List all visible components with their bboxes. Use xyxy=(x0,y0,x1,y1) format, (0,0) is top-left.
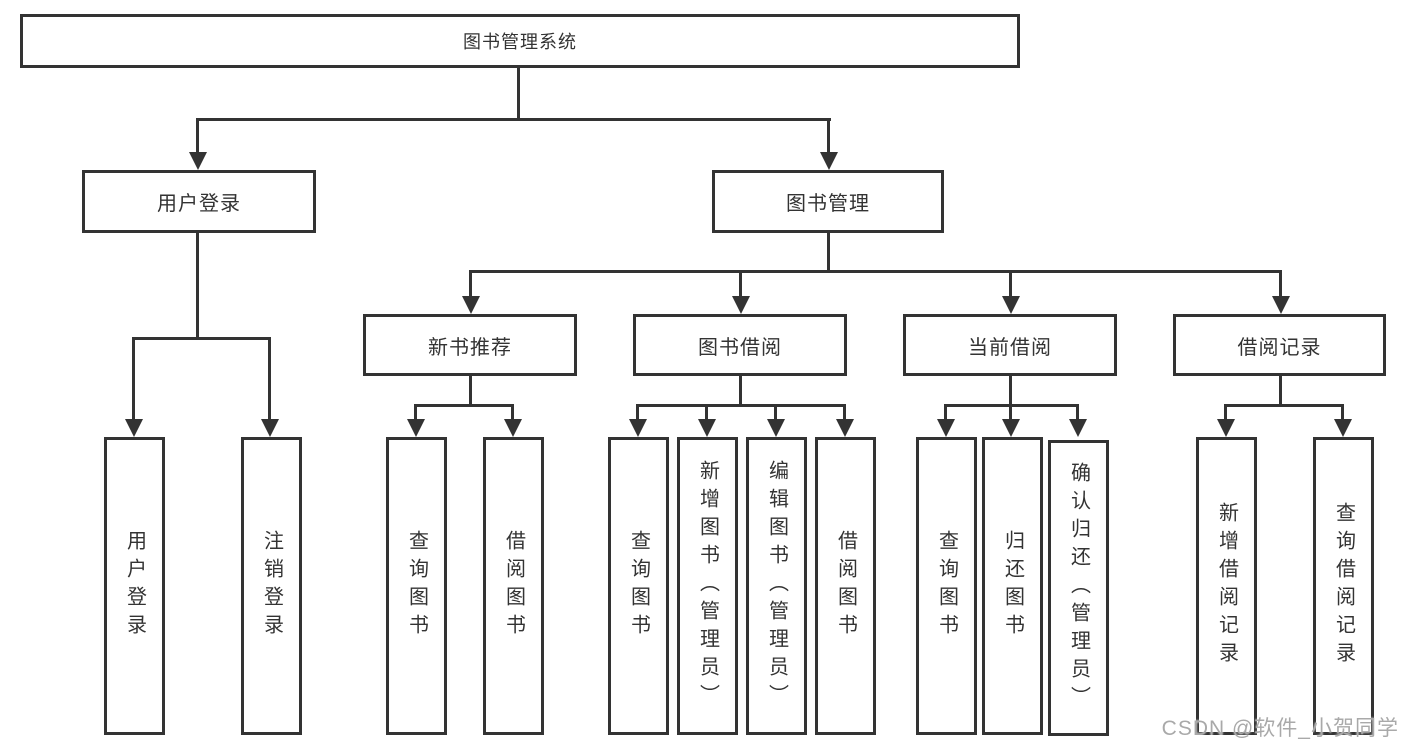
node-label: 借阅图书 xyxy=(834,530,857,642)
node-label: 查询图书 xyxy=(935,530,958,642)
node-leaf-bb-edit-book-admin: 编辑图书（管理员） xyxy=(746,437,807,735)
node-label: 查询图书 xyxy=(627,530,650,642)
arrow-down-icon xyxy=(189,152,207,170)
arrow-down-icon xyxy=(836,419,854,437)
connector-leaf-stem xyxy=(1076,404,1079,420)
node-label: 图书借阅 xyxy=(698,336,782,359)
connector-leaf-stem xyxy=(268,337,271,420)
node-label: 归还图书 xyxy=(1001,530,1024,642)
connector-root-stem xyxy=(517,68,520,120)
connector-user-login-hbar xyxy=(132,337,271,340)
node-leaf-logout: 注销登录 xyxy=(241,437,302,735)
connector-leaf-stem xyxy=(1009,404,1012,420)
node-label: 确认归还（管理员） xyxy=(1067,462,1090,714)
connector-leaf-stem xyxy=(944,404,947,420)
connector-bb-down xyxy=(739,376,742,407)
arrow-down-icon xyxy=(1217,419,1235,437)
connector-user-login-down xyxy=(196,233,199,340)
node-book-borrow: 图书借阅 xyxy=(633,314,847,376)
node-leaf-nb-query-book: 查询图书 xyxy=(386,437,447,735)
node-leaf-cb-confirm-return-admin: 确认归还（管理员） xyxy=(1048,440,1109,736)
arrow-down-icon xyxy=(820,152,838,170)
node-label: 新增图书（管理员） xyxy=(696,460,719,712)
connector-leaf-stem xyxy=(636,404,639,420)
node-current-borrow: 当前借阅 xyxy=(903,314,1117,376)
connector-leaf-stem xyxy=(132,337,135,420)
node-leaf-nb-borrow-book: 借阅图书 xyxy=(483,437,544,735)
connector-book-mgmt-down xyxy=(827,233,830,273)
connector-l3-stem xyxy=(1009,270,1012,297)
node-label: 借阅图书 xyxy=(502,530,525,642)
node-leaf-user-login: 用户登录 xyxy=(104,437,165,735)
node-label: 新书推荐 xyxy=(428,336,512,359)
node-library-management-system: 图书管理系统 xyxy=(20,14,1020,68)
connector-br-hbar xyxy=(1224,404,1344,407)
connector-leaf-stem xyxy=(705,404,708,420)
connector-l3-stem xyxy=(1279,270,1282,297)
csdn-watermark: CSDN @软件_小贺同学 xyxy=(1161,717,1399,740)
connector-l3-stem xyxy=(739,270,742,297)
node-user-login: 用户登录 xyxy=(82,170,316,233)
node-leaf-cb-query-book: 查询图书 xyxy=(916,437,977,735)
connector-leaf-stem xyxy=(414,404,417,420)
arrow-down-icon xyxy=(937,419,955,437)
arrow-down-icon xyxy=(1002,296,1020,314)
connector-book-mgmt-hbar xyxy=(469,270,1282,273)
node-leaf-bb-add-book-admin: 新增图书（管理员） xyxy=(677,437,738,735)
node-label: 用户登录 xyxy=(123,530,146,642)
arrow-down-icon xyxy=(261,419,279,437)
connector-nb-hbar xyxy=(414,404,514,407)
node-label: 注销登录 xyxy=(260,530,283,642)
arrow-down-icon xyxy=(698,419,716,437)
node-book-management: 图书管理 xyxy=(712,170,944,233)
node-label: 借阅记录 xyxy=(1237,336,1322,359)
connector-user-login-stem xyxy=(196,118,199,154)
node-label: 编辑图书（管理员） xyxy=(765,460,788,712)
connector-leaf-stem xyxy=(1341,404,1344,420)
connector-leaf-stem xyxy=(511,404,514,420)
node-label: 图书管理 xyxy=(786,193,870,215)
connector-leaf-stem xyxy=(1224,404,1227,420)
node-new-book-recommend: 新书推荐 xyxy=(363,314,577,376)
arrow-down-icon xyxy=(125,419,143,437)
connector-leaf-stem xyxy=(774,404,777,420)
connector-root-hbar xyxy=(196,118,831,121)
arrow-down-icon xyxy=(732,296,750,314)
connector-book-mgmt-stem xyxy=(827,118,830,154)
arrow-down-icon xyxy=(1069,419,1087,437)
arrow-down-icon xyxy=(1272,296,1290,314)
node-label: 用户登录 xyxy=(157,193,241,215)
connector-nb-down xyxy=(469,376,472,407)
arrow-down-icon xyxy=(1002,419,1020,437)
arrow-down-icon xyxy=(462,296,480,314)
node-label: 查询借阅记录 xyxy=(1332,502,1355,670)
arrow-down-icon xyxy=(407,419,425,437)
node-leaf-bb-borrow-book: 借阅图书 xyxy=(815,437,876,735)
arrow-down-icon xyxy=(1334,419,1352,437)
connector-leaf-stem xyxy=(843,404,846,420)
connector-l3-stem xyxy=(469,270,472,297)
connector-bb-hbar xyxy=(636,404,846,407)
node-label: 当前借阅 xyxy=(968,336,1052,359)
node-label: 新增借阅记录 xyxy=(1215,502,1238,670)
arrow-down-icon xyxy=(629,419,647,437)
connector-cb-down xyxy=(1009,376,1012,407)
node-borrow-record: 借阅记录 xyxy=(1173,314,1386,376)
connector-br-down xyxy=(1279,376,1282,407)
arrow-down-icon xyxy=(504,419,522,437)
node-leaf-br-add-record: 新增借阅记录 xyxy=(1196,437,1257,735)
node-leaf-cb-return-book: 归还图书 xyxy=(982,437,1043,735)
arrow-down-icon xyxy=(767,419,785,437)
node-label: 查询图书 xyxy=(405,530,428,642)
node-label: 图书管理系统 xyxy=(463,32,577,52)
node-leaf-bb-query-book: 查询图书 xyxy=(608,437,669,735)
node-leaf-br-query-record: 查询借阅记录 xyxy=(1313,437,1374,735)
